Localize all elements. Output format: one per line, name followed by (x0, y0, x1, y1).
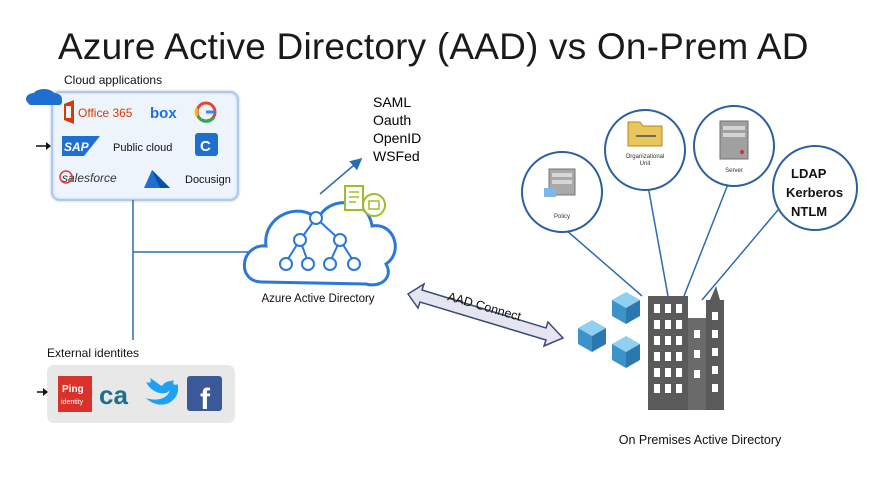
aad-hierarchy-icon (279, 211, 361, 271)
public-cloud-label: Public cloud (113, 142, 172, 154)
organizational-unit-node: Organizational Unit (604, 109, 686, 191)
box-logo: box (150, 105, 177, 122)
protocol-kerberos: Kerberos (786, 185, 843, 200)
page-title: Azure Active Directory (AAD) vs On-Prem … (58, 26, 809, 67)
protocol-ldap: LDAP (791, 166, 827, 181)
panel-input-arrowhead (46, 142, 51, 150)
salesforce-logo: salesforce (59, 170, 117, 185)
onprem-connector-lines (565, 173, 779, 301)
aad-connect-arrow (406, 282, 565, 348)
ping-identity-logo: Ping identity (58, 376, 92, 412)
svg-text:Unit: Unit (640, 161, 651, 167)
office365-label: Office 365 (78, 106, 133, 120)
protocol-openid: OpenID (373, 130, 421, 146)
twitter-icon (146, 378, 179, 405)
facebook-icon: f (187, 376, 222, 416)
svg-text:salesforce: salesforce (62, 171, 117, 185)
sap-logo: SAP (62, 136, 100, 156)
svg-text:C: C (200, 138, 211, 155)
ca-logo: ca (99, 380, 128, 410)
google-logo (194, 101, 217, 123)
external-identities-heading: External identites (47, 346, 139, 360)
c-app-icon: C (195, 133, 218, 156)
cloud-protocols-list: SAML Oauth OpenID WSFed (373, 94, 421, 164)
svg-text:Server: Server (725, 168, 743, 174)
external-input-arrowhead (43, 388, 48, 396)
svg-text:Ping: Ping (62, 384, 84, 395)
server-node: Server (693, 105, 775, 187)
office365-logo (64, 100, 74, 124)
certificate-icon (344, 185, 386, 217)
azure-cloud-icon (26, 89, 62, 105)
svg-text:SAP: SAP (64, 140, 90, 154)
ad-cubes-icon (578, 292, 640, 368)
cloud-applications-heading: Cloud applications (64, 73, 162, 87)
protocol-ntlm: NTLM (791, 204, 827, 219)
svg-text:Policy: Policy (554, 214, 570, 220)
left-connector-lines (132, 200, 252, 340)
protocol-oauth: Oauth (373, 112, 411, 128)
protocols-arrow (319, 158, 363, 195)
building-icon (648, 286, 724, 410)
organizational-unit-label: Organizational (626, 154, 665, 160)
cloud-applications-panel (49, 89, 241, 203)
protocol-wsfed: WSFed (373, 148, 420, 164)
svg-text:identity: identity (61, 399, 84, 406)
onprem-protocols-node: LDAP Kerberos NTLM (772, 145, 858, 231)
docusign-label: Docusign (185, 174, 231, 186)
aad-label: Azure Active Directory (261, 293, 374, 305)
svg-text:f: f (200, 383, 211, 416)
onprem-label: On Premises Active Directory (619, 433, 782, 447)
protocol-saml: SAML (373, 94, 411, 110)
policy-node: Policy (521, 151, 603, 233)
azure-logo-icon (144, 170, 170, 188)
